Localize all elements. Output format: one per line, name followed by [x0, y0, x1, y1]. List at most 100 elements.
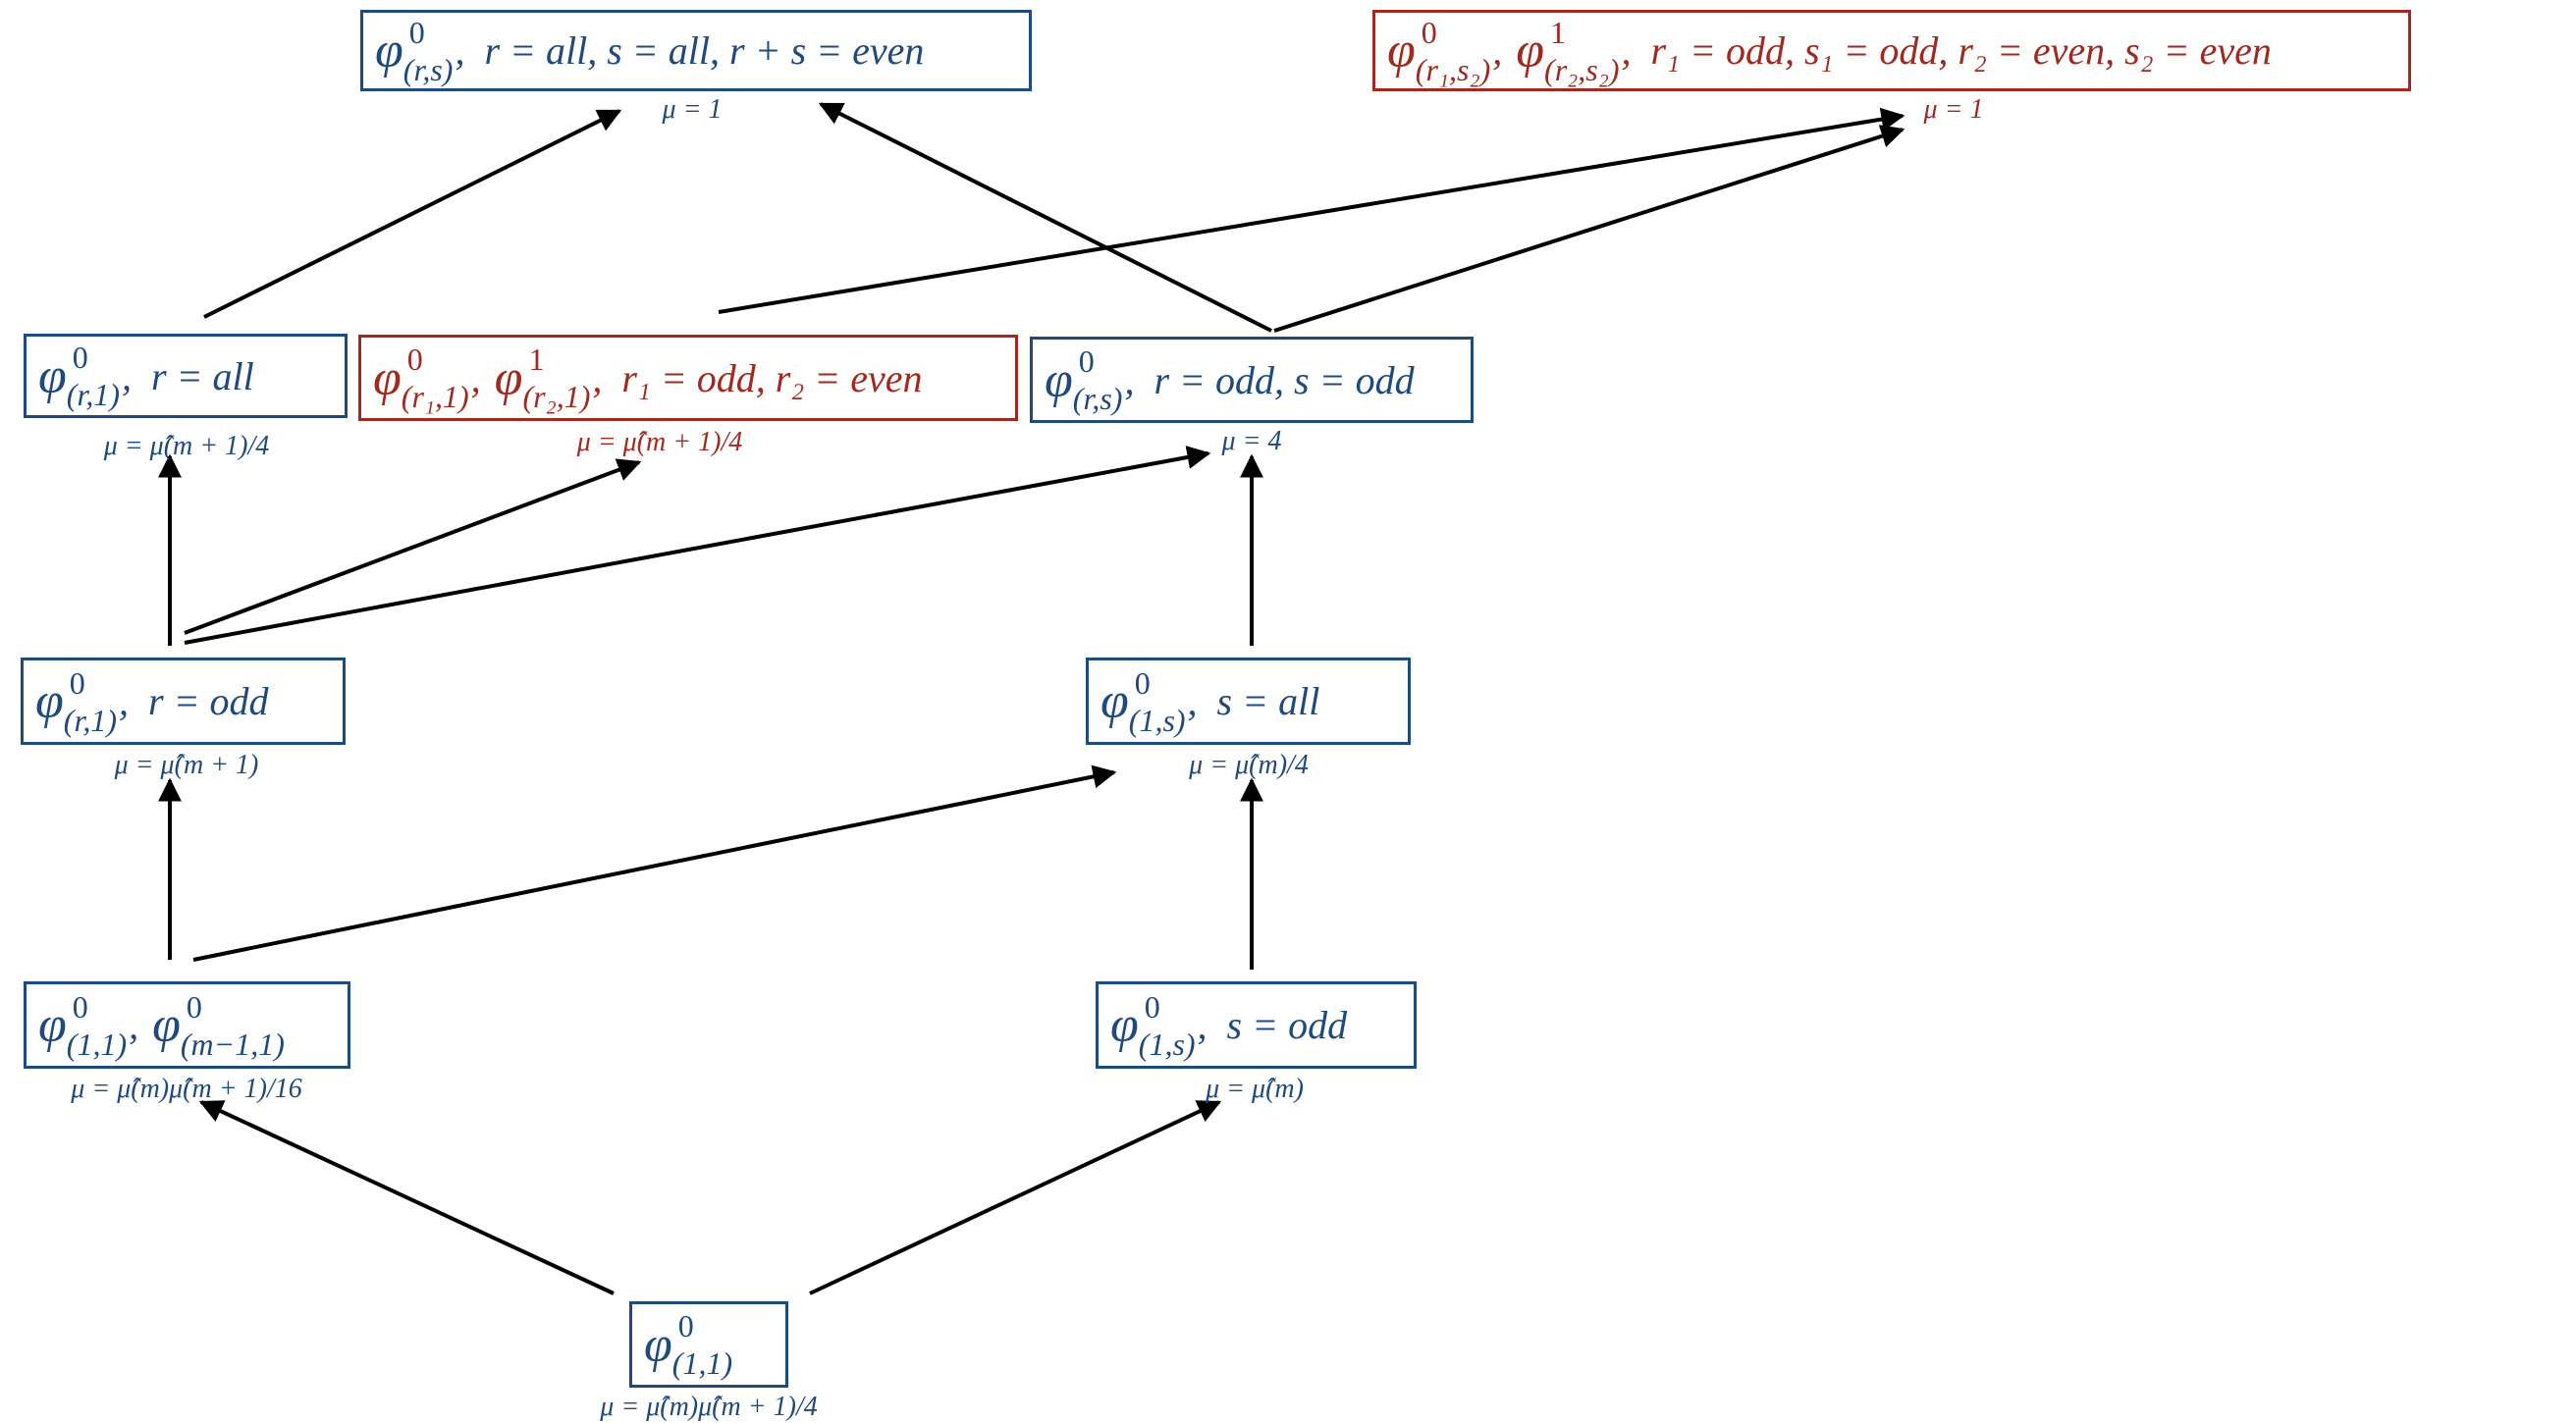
phi-subscript: (1,s) — [1128, 702, 1186, 738]
phi-subscript: (m−1,1) — [180, 1026, 285, 1062]
phi-index-stack: 0(r,s) — [403, 17, 454, 85]
edge-arrow-rs_odd-to-top_blue — [818, 102, 1272, 333]
phi-index-stack: 0(r,1) — [67, 342, 120, 410]
phi-index-stack: 0(r,s) — [1073, 345, 1123, 414]
mu-top-blue: μ = 1 — [662, 94, 723, 125]
phi-superscript: 0 — [72, 988, 88, 1025]
phi-index-stack: 0(1,s) — [1139, 991, 1196, 1060]
phi-superscript: 0 — [1421, 14, 1437, 50]
phi-subscript: (r₂,s₂) — [1544, 51, 1620, 87]
edge-arrow-pair_11-to-s1_all — [192, 764, 1117, 962]
comma-separator: , — [119, 679, 129, 723]
node-condition: s = odd — [1226, 1003, 1348, 1047]
phi-symbol: φ — [1100, 673, 1129, 729]
phi-symbol: φ — [494, 349, 523, 406]
phi-superscript: 1 — [1550, 14, 1567, 50]
phi-subscript: (1,s) — [1138, 1026, 1196, 1062]
phi-symbol: φ — [152, 997, 181, 1053]
mu-base: μ = μ̂(m)μ̂(m + 1)/4 — [600, 1392, 818, 1422]
node-condition: r = odd, s = odd — [1154, 357, 1415, 402]
phi-symbol: φ — [38, 347, 67, 404]
node-condition: r = all — [151, 353, 254, 398]
phi-superscript: 0 — [406, 342, 423, 377]
phi-symbol: φ — [644, 1316, 672, 1373]
comma-separator: , — [1492, 28, 1503, 73]
comma-separator: , — [470, 355, 481, 400]
comma-separator: , — [129, 1003, 139, 1047]
mu-s1-all: μ = μ̂(m)/4 — [1189, 750, 1309, 780]
edge-arrow-r1_odd-to-mid_red — [184, 458, 642, 635]
phi-symbol: φ — [1045, 351, 1073, 408]
node-condition: r₁ = odd, r₂ = even — [621, 355, 923, 400]
mu-s1-odd: μ = μ̂(m) — [1206, 1074, 1304, 1104]
comma-separator: , — [1197, 1003, 1208, 1047]
phi-subscript: (r,1) — [66, 377, 120, 412]
phi-symbol: φ — [375, 23, 403, 79]
phi-symbol: φ — [1516, 23, 1545, 79]
mu-pair-11: μ = μ̂(m)μ̂(m + 1)/16 — [71, 1074, 302, 1104]
comma-separator: , — [1124, 357, 1135, 402]
phi-index-stack: 0(r₁,s₂) — [1416, 17, 1490, 85]
mu-r1-odd: μ = μ̂(m + 1) — [114, 750, 259, 780]
edge-arrow-r1_all-to-top_blue — [203, 109, 622, 319]
phi-symbol: φ — [38, 997, 67, 1053]
phi-superscript: 0 — [408, 14, 425, 50]
phi-superscript: 0 — [1144, 988, 1160, 1025]
node-condition: r = all, s = all, r + s = even — [484, 28, 925, 73]
comma-separator: , — [122, 353, 132, 398]
phi-superscript: 1 — [528, 342, 545, 377]
phi-subscript: (r₂,1) — [522, 379, 591, 414]
node-condition: s = all — [1216, 679, 1320, 723]
phi-superscript: 0 — [72, 340, 88, 375]
phi-subscript: (r,1) — [63, 702, 117, 738]
phi-subscript: (r,s) — [1072, 381, 1123, 416]
comma-separator: , — [592, 355, 603, 400]
phi-index-stack: 1(r₂,1) — [522, 343, 590, 412]
node-condition: r₁ = odd, s₁ = odd, r₂ = even, s₂ = even — [1650, 28, 2272, 73]
phi-subscript: (1,1) — [66, 1026, 128, 1062]
comma-separator: , — [455, 28, 465, 73]
phi-index-stack: 0(r,1) — [64, 667, 117, 736]
phi-superscript: 0 — [1078, 343, 1095, 379]
comma-separator: , — [1621, 28, 1632, 73]
mu-mid-red: μ = μ̂(m + 1)/4 — [576, 427, 743, 457]
node-condition: r = odd — [148, 679, 269, 723]
phi-index-stack: 0(1,1) — [67, 991, 127, 1060]
phi-subscript: (1,1) — [671, 1345, 733, 1381]
edge-arrow-rs_odd-to-top_red — [1273, 125, 1905, 333]
mu-top-red: μ = 1 — [1923, 94, 1984, 125]
phi-subscript: (r,s) — [402, 51, 454, 87]
phi-index-stack: 0(r₁,1) — [402, 343, 469, 412]
edge-arrow-r1_odd-to-rs_odd — [184, 446, 1211, 645]
edge-arrow-mid_red-to-top_red — [718, 107, 1905, 314]
phi-superscript: 0 — [69, 664, 85, 701]
edge-arrow-base-to-pair_11 — [198, 1100, 615, 1295]
phi-symbol: φ — [35, 673, 64, 729]
phi-index-stack: 0(m−1,1) — [181, 991, 285, 1060]
phi-index-stack: 1(r₂,s₂) — [1544, 17, 1619, 85]
phi-subscript: (r₁,1) — [401, 379, 469, 414]
phi-superscript: 0 — [1134, 664, 1151, 701]
phi-symbol: φ — [373, 349, 402, 406]
phi-index-stack: 0(1,1) — [672, 1310, 732, 1379]
edge-arrow-base-to-s1_odd — [809, 1100, 1222, 1295]
comma-separator: , — [1187, 679, 1198, 723]
phi-symbol: φ — [1387, 23, 1416, 79]
edge-group — [158, 102, 1905, 1295]
mu-r1-all: μ = μ̂(m + 1)/4 — [103, 431, 270, 461]
phi-superscript: 0 — [186, 988, 202, 1025]
phi-symbol: φ — [1110, 997, 1139, 1053]
mu-rs-odd: μ = 4 — [1221, 426, 1282, 456]
phi-index-stack: 0(1,s) — [1129, 667, 1186, 736]
